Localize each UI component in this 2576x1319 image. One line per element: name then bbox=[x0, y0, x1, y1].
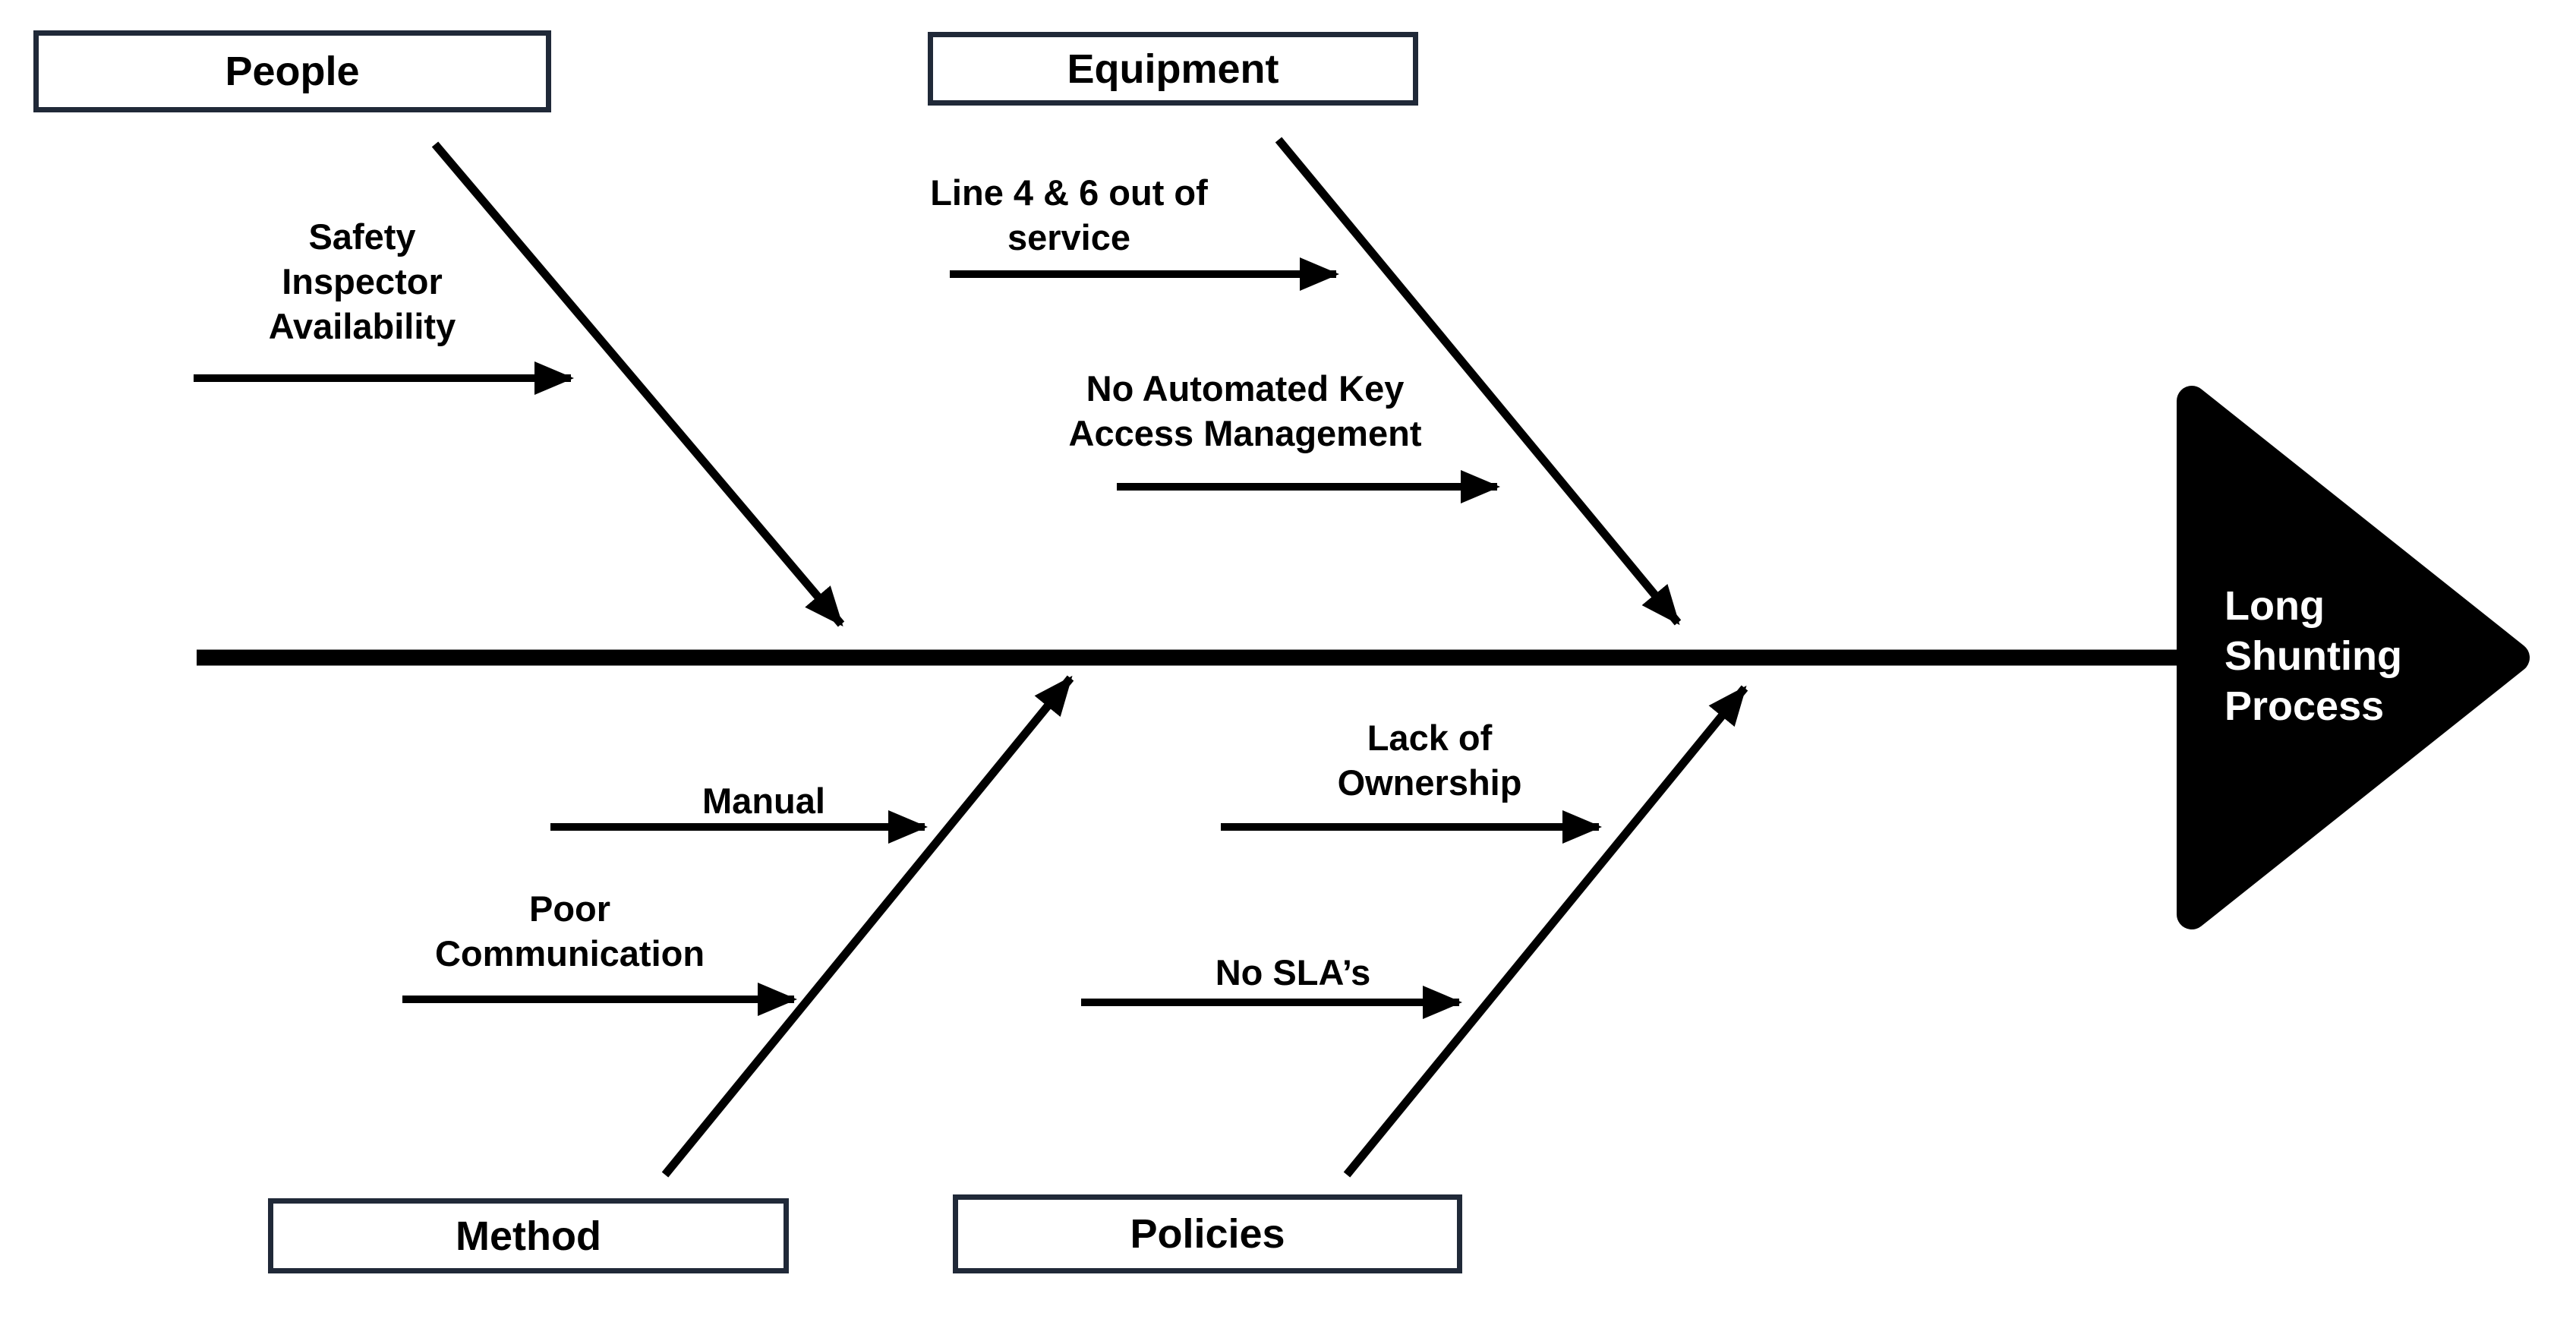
category-box-people: People bbox=[33, 30, 551, 112]
category-label-policies: Policies bbox=[1130, 1211, 1285, 1257]
category-box-method: Method bbox=[268, 1198, 789, 1273]
people-branch-line bbox=[431, 141, 845, 627]
cause-label-line-4-6-out-of-service: Line 4 & 6 out of service bbox=[930, 172, 1208, 257]
cause-label-manual: Manual bbox=[702, 781, 825, 821]
policies-branch-line bbox=[1343, 685, 1748, 1178]
category-box-equipment: Equipment bbox=[928, 32, 1418, 106]
category-label-people: People bbox=[225, 49, 360, 94]
cause-label-lack-of-ownership: Lack of Ownership bbox=[1337, 718, 1522, 803]
category-box-policies: Policies bbox=[953, 1194, 1462, 1273]
cause-label-safety-inspector-availability: Safety Inspector Availability bbox=[268, 216, 456, 346]
cause-label-no-slas: No SLA’s bbox=[1215, 952, 1371, 992]
cause-label-poor-communication: Poor Communication bbox=[434, 888, 705, 973]
method-branch-line bbox=[661, 675, 1074, 1178]
equipment-branch-line bbox=[1275, 137, 1682, 626]
effect-arrowhead bbox=[2177, 386, 2530, 929]
category-label-method: Method bbox=[456, 1213, 601, 1259]
category-label-equipment: Equipment bbox=[1067, 46, 1279, 92]
cause-label-no-automated-key-access-management: No Automated Key Access Management bbox=[1068, 368, 1422, 453]
effect-label-long-shunting-process: Long Shunting Process bbox=[2224, 583, 2402, 729]
